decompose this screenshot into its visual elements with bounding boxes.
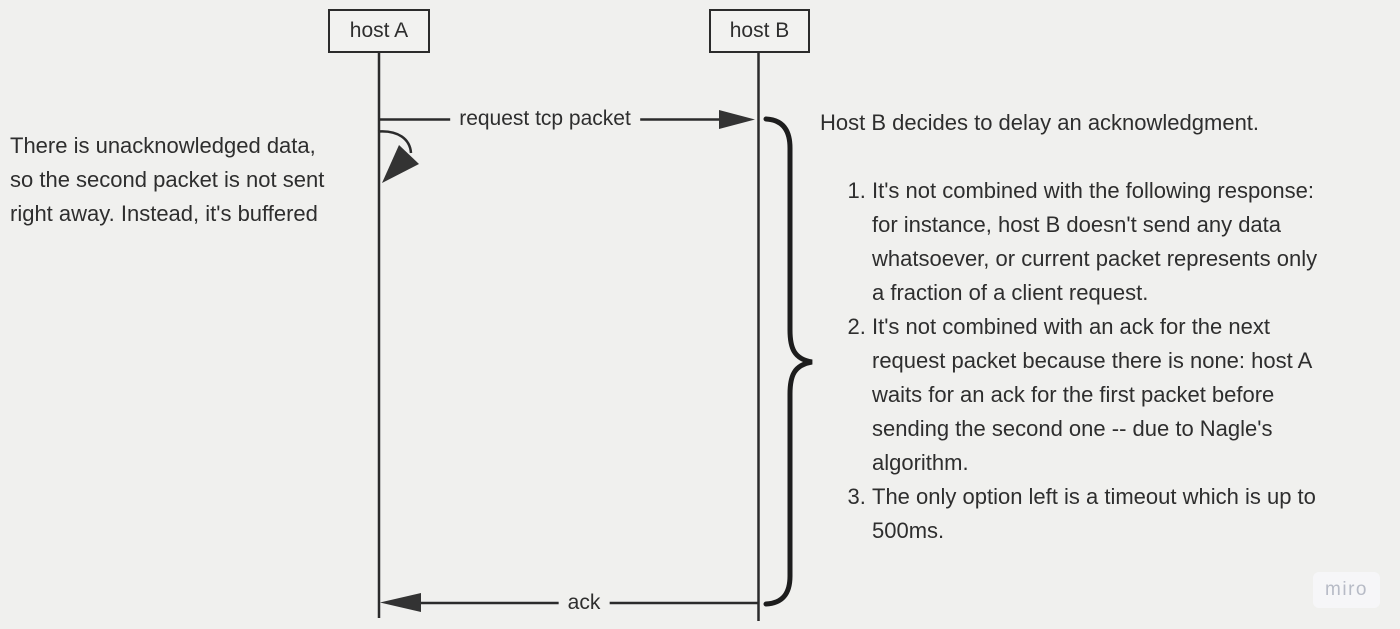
host-a-label: host A [349, 19, 409, 42]
delay-ack-reason-list: It's not combined with the following res… [820, 174, 1400, 548]
list-item: It's not combined with an ack for the ne… [872, 310, 1400, 480]
list-item: It's not combined with the following res… [872, 174, 1400, 310]
delay-span-brace [763, 116, 813, 607]
host-a-box: host A [328, 9, 430, 53]
host-b-label: host B [729, 19, 790, 42]
delay-ack-heading: Host B decides to delay an acknowledgmen… [820, 110, 1260, 135]
miro-watermark-badge[interactable]: miro [1313, 572, 1380, 608]
list-item: The only option left is a timeout which … [872, 480, 1400, 548]
unacknowledged-data-note: There is unacknowledged data, so the sec… [10, 133, 325, 226]
ack-message-label: ack [558, 591, 610, 615]
delay-ack-note: Host B decides to delay an acknowledgmen… [820, 106, 1400, 548]
buffer-self-loop-arrow [377, 130, 413, 154]
host-b-box: host B [709, 9, 810, 53]
buffer-self-loop-arrowhead-icon [382, 145, 419, 183]
request-message-label: request tcp packet [450, 107, 640, 131]
ack-arrowhead-icon [380, 593, 421, 612]
request-arrowhead-icon [719, 110, 755, 129]
